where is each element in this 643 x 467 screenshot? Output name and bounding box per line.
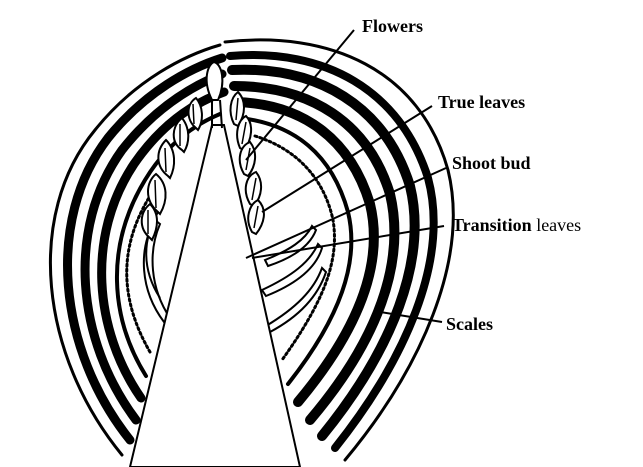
- transition-leaf-right-3: [266, 268, 326, 332]
- label-shoot-bud: Shoot bud: [452, 153, 531, 173]
- label-transition-leaves: Transition leaves: [452, 215, 581, 235]
- apical-flower: [207, 62, 223, 100]
- label-true-leaves: True leaves: [438, 92, 525, 112]
- flower-left-1: [189, 98, 202, 130]
- label-transition-bold: Transition: [452, 215, 532, 235]
- label-scales: Scales: [446, 314, 493, 334]
- label-transition-rest: leaves: [532, 215, 581, 235]
- flower-left-5: [142, 204, 157, 240]
- label-flowers: Flowers: [362, 16, 423, 36]
